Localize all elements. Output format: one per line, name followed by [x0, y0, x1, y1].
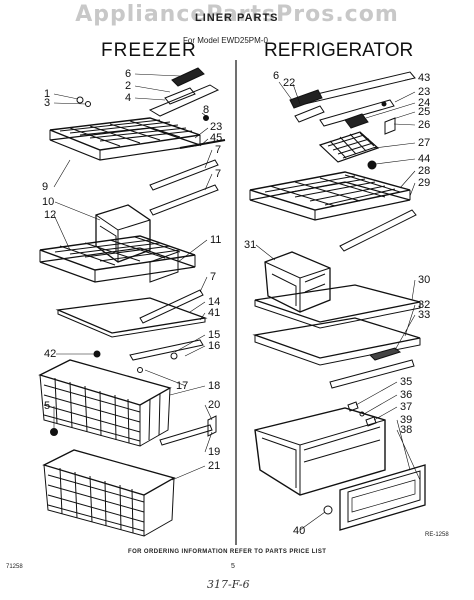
callout: 28 [418, 165, 430, 177]
refrigerator-storage-bin [264, 251, 331, 313]
freezer-hardware-top [76, 96, 91, 107]
callout: 6 [125, 68, 131, 80]
screw [381, 101, 387, 107]
callout: 40 [293, 525, 305, 537]
freezer-rail-lower [139, 289, 204, 324]
callout: 10 [42, 196, 54, 208]
callout: 17 [176, 380, 188, 392]
handwritten-note: 317-F-6 [207, 578, 250, 591]
freezer-heading: FREEZER [101, 40, 197, 61]
callout: 6 [273, 70, 279, 82]
callout: 43 [418, 72, 430, 84]
callout: 11 [210, 234, 221, 246]
callout: 36 [400, 389, 412, 401]
callout: 20 [208, 399, 220, 411]
callout: 38 [400, 424, 412, 436]
refrigerator-crisper-drawer [254, 407, 386, 496]
freezer-clip [93, 350, 101, 358]
callout: 12 [44, 209, 56, 221]
freezer-fastener [50, 428, 58, 436]
callout: 9 [42, 181, 48, 193]
callout: 18 [208, 380, 220, 392]
callout-labels: 1 3 6 2 4 8 23 45 7 7 9 10 12 11 7 14 41… [42, 68, 430, 537]
callout: 37 [400, 401, 412, 413]
freezer-ice-bin-support [149, 251, 179, 283]
callout: 39 [400, 414, 412, 426]
callout: 8 [203, 104, 209, 116]
callout: 19 [208, 446, 220, 458]
callout: 1 [44, 88, 50, 100]
refrigerator-heading: REFRIGERATOR [264, 40, 414, 61]
refrigerator-control-panel [318, 113, 396, 163]
callout: 16 [208, 340, 220, 352]
callout: 7 [215, 144, 221, 156]
callout: 44 [418, 153, 430, 165]
callout: 23 [210, 121, 222, 133]
freezer-rails-upper [149, 159, 219, 216]
callout: 41 [208, 307, 220, 319]
freezer-basket-rail [129, 339, 204, 373]
callout: 24 [418, 97, 430, 109]
callout: 25 [418, 106, 430, 118]
model-line: For Model EWD25PM-0 [183, 36, 268, 45]
freezer-ice-bin [95, 204, 151, 263]
callout: 30 [418, 274, 430, 286]
refrigerator-hardware [347, 401, 377, 427]
freezer-glass-shelf [55, 297, 208, 338]
date-code: 71258 [6, 564, 23, 570]
refrigerator-wire-shelf [249, 171, 411, 221]
callout: 26 [418, 119, 430, 131]
diagram-ref-code: RE-1258 [425, 532, 449, 538]
callout: 23 [418, 86, 430, 98]
refrigerator-drawer-roller [323, 505, 333, 515]
callout: 3 [44, 97, 50, 109]
refrigerator-rail [339, 209, 417, 252]
callout: 14 [208, 296, 220, 308]
callout: 5 [44, 400, 50, 412]
page-number: 5 [231, 563, 235, 570]
freezer-wire-shelf-top [49, 117, 201, 161]
callout: 35 [400, 376, 412, 388]
refrigerator-drawer-front [339, 464, 426, 531]
freezer-basket-lower [42, 449, 176, 537]
callout: 15 [208, 329, 220, 341]
callout: 42 [44, 348, 56, 360]
callout: 7 [210, 271, 216, 283]
refrigerator-glass-shelf [252, 317, 421, 366]
callout: 31 [244, 239, 256, 251]
callout: 33 [418, 309, 430, 321]
callout: 29 [418, 177, 430, 189]
callout: 4 [125, 92, 131, 104]
callout: 27 [418, 137, 430, 149]
ordering-note: FOR ORDERING INFORMATION REFER TO PARTS … [128, 549, 327, 555]
callout: 7 [215, 168, 221, 180]
callout: 22 [283, 77, 295, 89]
sheet-title: LINER PARTS [195, 12, 279, 24]
refrigerator-knob [367, 160, 377, 170]
freezer-wire-shelf-middle [39, 235, 196, 283]
freezer-basket-rail-lower [159, 415, 217, 446]
watermark: AppliancePartsPros.com [75, 2, 399, 27]
freezer-basket-upper [38, 359, 172, 447]
callout: 2 [125, 80, 131, 92]
freezer-shelf-support [148, 67, 220, 117]
callout: 32 [418, 299, 430, 311]
refrigerator-shelf-frame [254, 284, 421, 329]
callout: 45 [210, 132, 222, 144]
callout: 21 [208, 460, 220, 472]
screw [203, 115, 209, 121]
refrigerator-rail-lower [329, 359, 415, 389]
leader-lines [53, 73, 421, 531]
